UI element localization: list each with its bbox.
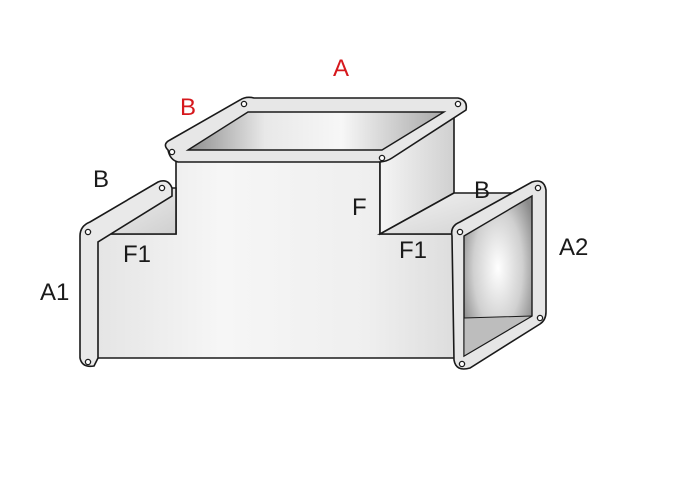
- right-flange-bolt: [534, 184, 542, 192]
- label-top-width: A: [333, 55, 350, 82]
- right-flange-bolt: [536, 314, 544, 322]
- right-flange-bolt: [456, 228, 464, 236]
- top-flange-bolt: [168, 148, 176, 156]
- left-flange-bolt: [84, 358, 92, 366]
- left-flange-bolt: [158, 184, 166, 192]
- label-right-depth: B: [474, 177, 491, 204]
- label-left-height: A1: [40, 279, 70, 306]
- top-flange-bolt: [454, 100, 462, 108]
- label-top-depth: B: [180, 94, 197, 121]
- left-flange-bolt: [84, 228, 92, 236]
- top-flange-bolt: [378, 154, 386, 162]
- top-opening: [185, 111, 447, 151]
- left-flange: [79, 180, 173, 368]
- right-opening-floor: [463, 315, 533, 357]
- right-flange-bolt: [458, 360, 466, 368]
- label-left-depth: B: [93, 166, 110, 193]
- label-right-height: A2: [559, 234, 589, 261]
- label-left-offset: F1: [123, 241, 152, 268]
- label-branch-offset: F: [352, 194, 367, 221]
- label-right-offset: F1: [399, 237, 428, 264]
- top-flange-bolt: [240, 100, 248, 108]
